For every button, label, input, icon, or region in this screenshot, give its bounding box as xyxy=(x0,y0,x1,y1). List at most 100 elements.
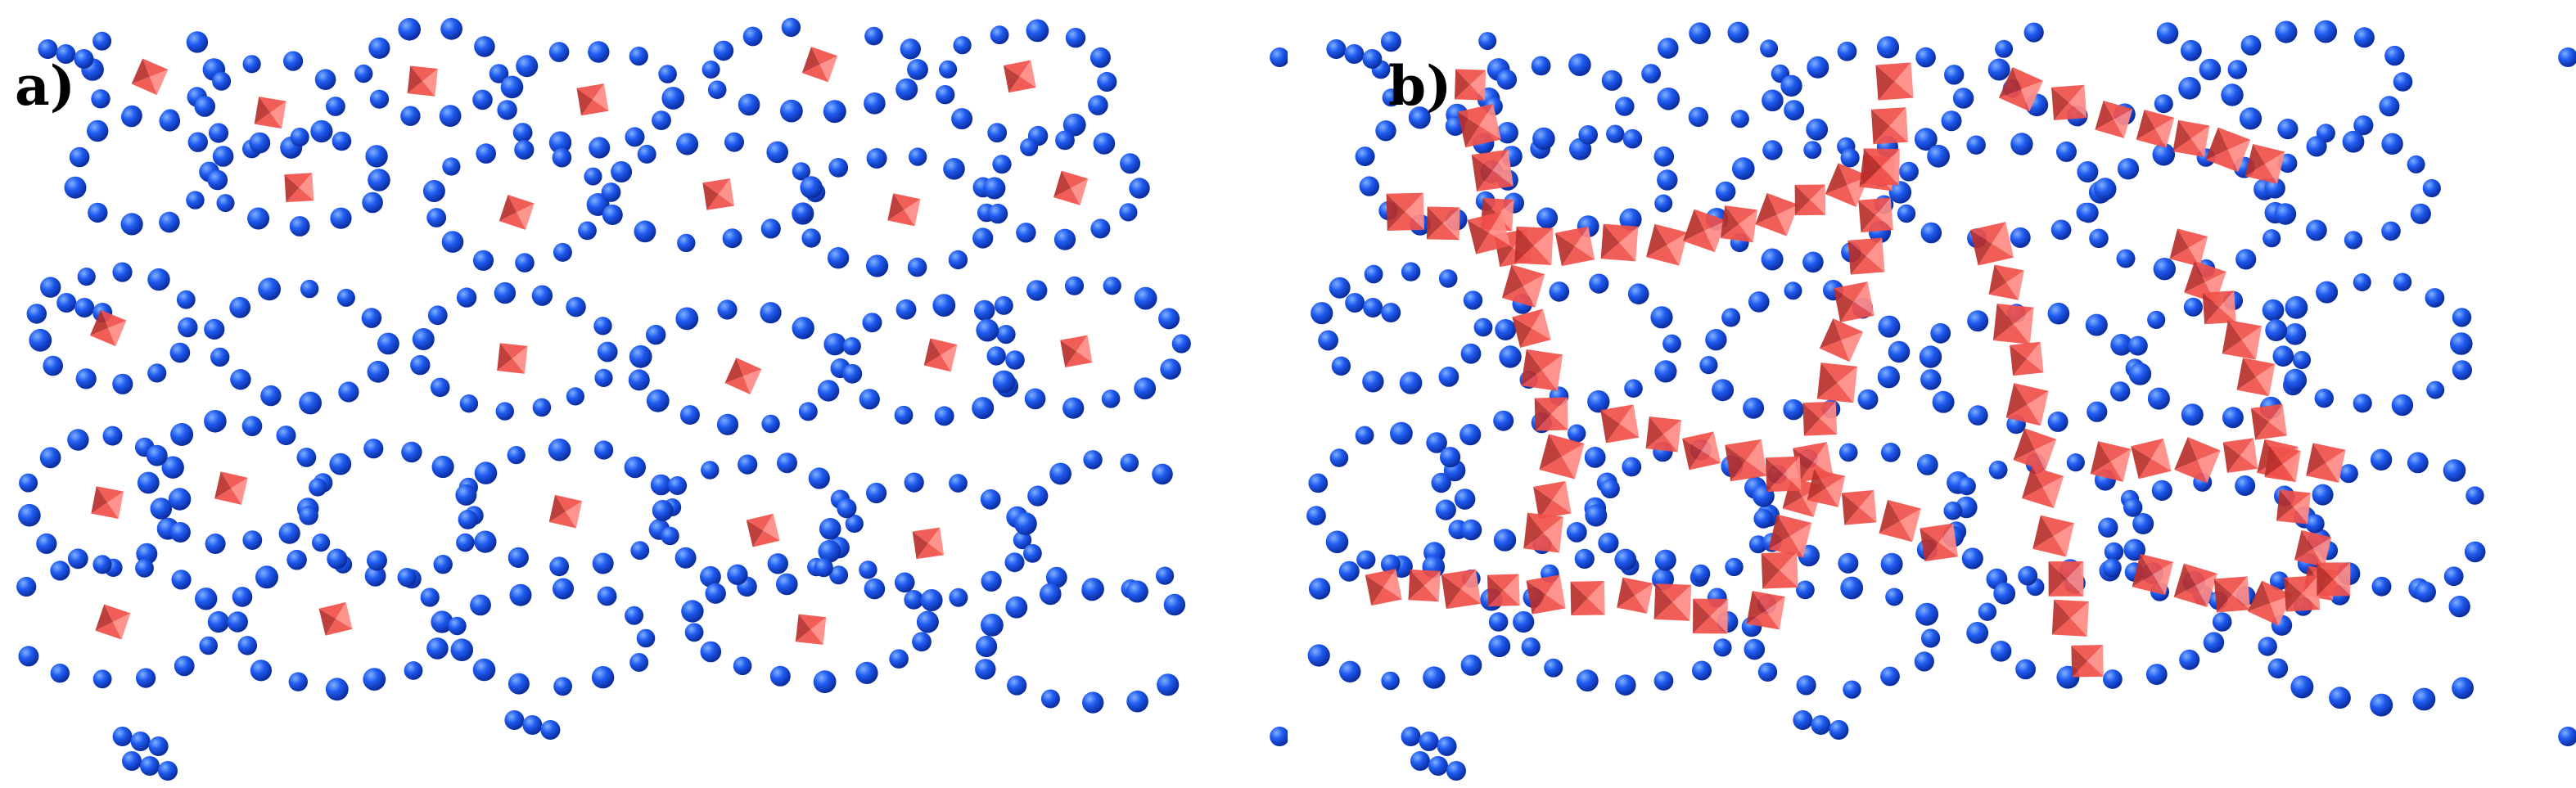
octahedron-particle xyxy=(1725,439,1767,482)
sphere-particle xyxy=(1014,512,1037,535)
sphere-particle xyxy=(1438,269,1458,288)
octahedron-particle xyxy=(2032,515,2074,557)
sphere-particle xyxy=(2425,288,2445,308)
sphere-particle xyxy=(1761,248,1784,271)
sphere-particle xyxy=(733,656,752,676)
sphere-particle xyxy=(38,39,58,59)
sphere-particle xyxy=(178,317,198,338)
sphere-particle xyxy=(996,325,1016,344)
octahedron-particle xyxy=(548,494,583,529)
sphere-particle xyxy=(717,299,738,320)
sphere-particle xyxy=(866,148,887,169)
octahedron-particle xyxy=(1365,569,1402,606)
sphere-particle xyxy=(2262,229,2281,248)
sphere-particle xyxy=(2422,178,2441,198)
sphere-particle xyxy=(907,257,927,277)
sphere-particle xyxy=(431,610,453,633)
sphere-network xyxy=(16,17,1288,781)
sphere-particle xyxy=(1339,660,1361,682)
sphere-particle xyxy=(808,467,830,489)
sphere-particle xyxy=(548,42,570,62)
sphere-particle xyxy=(624,456,646,479)
octahedron-particle xyxy=(318,601,353,636)
sphere-particle xyxy=(674,547,697,569)
sphere-particle xyxy=(312,534,331,552)
sphere-particle xyxy=(377,332,399,355)
sphere-particle xyxy=(92,669,112,689)
sphere-particle xyxy=(522,715,543,735)
sphere-particle xyxy=(1927,144,1950,168)
sphere-particle xyxy=(1757,662,1778,682)
sphere-particle xyxy=(548,131,572,154)
sphere-particle xyxy=(410,354,431,376)
sphere-particle xyxy=(1600,479,1620,499)
sphere-particle xyxy=(18,646,39,667)
sphere-particle xyxy=(2275,20,2298,43)
octahedron-particle xyxy=(254,97,286,129)
sphere-particle xyxy=(1760,39,1779,58)
sphere-particle xyxy=(2132,513,2154,534)
sphere-particle xyxy=(1943,501,1963,520)
sphere-particle xyxy=(540,720,561,740)
sphere-particle xyxy=(549,556,570,577)
sphere-particle xyxy=(516,55,539,78)
sphere-particle xyxy=(494,281,517,304)
sphere-particle xyxy=(629,47,648,66)
sphere-particle xyxy=(1390,421,1413,445)
sphere-particle xyxy=(1748,535,1767,554)
sphere-particle xyxy=(171,570,192,590)
sphere-particle xyxy=(780,99,803,123)
octahedron-particle xyxy=(1755,192,1799,236)
sphere-particle xyxy=(135,558,154,578)
sphere-particle xyxy=(16,576,37,597)
sphere-particle xyxy=(92,555,112,574)
sphere-particle xyxy=(1493,410,1514,431)
sphere-particle xyxy=(2353,115,2374,136)
sphere-particle xyxy=(2558,47,2576,67)
sphere-particle xyxy=(205,534,226,554)
sphere-particle xyxy=(1966,622,1989,644)
sphere-particle xyxy=(88,202,108,223)
sphere-particle xyxy=(276,426,296,446)
sphere-particle xyxy=(1968,405,1988,426)
octahedron-particle xyxy=(702,178,735,210)
sphere-particle xyxy=(1796,580,1815,600)
sphere-particle xyxy=(1531,56,1551,76)
sphere-particle xyxy=(1897,204,1916,223)
sphere-particle xyxy=(289,216,310,236)
sphere-particle xyxy=(1521,637,1541,657)
sphere-particle xyxy=(91,89,111,109)
octahedron-particle xyxy=(1920,523,1958,562)
sphere-particle xyxy=(646,324,666,345)
sphere-particle xyxy=(310,119,333,143)
sphere-particle xyxy=(637,144,656,164)
sphere-particle xyxy=(326,97,345,116)
sphere-particle xyxy=(1568,424,1586,443)
sphere-particle xyxy=(2152,143,2176,166)
sphere-particle xyxy=(1615,97,1635,116)
sphere-particle xyxy=(137,471,160,494)
sphere-particle xyxy=(949,474,968,493)
sphere-particle xyxy=(738,454,758,475)
octahedron-particle xyxy=(1645,416,1682,453)
sphere-particle xyxy=(1585,504,1608,527)
sphere-particle xyxy=(894,572,915,593)
sphere-particle xyxy=(798,402,818,421)
sphere-particle xyxy=(972,227,994,249)
sphere-particle xyxy=(1152,463,1173,485)
sphere-particle xyxy=(578,221,597,241)
sphere-particle xyxy=(508,673,530,695)
octahedron-particle xyxy=(1454,69,1487,101)
sphere-particle xyxy=(77,268,96,286)
sphere-particle xyxy=(949,588,968,607)
sphere-particle xyxy=(2284,323,2307,345)
sphere-particle xyxy=(242,530,263,550)
sphere-particle xyxy=(1840,576,1864,600)
sphere-particle xyxy=(553,242,572,262)
octahedron-particle xyxy=(1683,209,1726,253)
sphere-particle xyxy=(981,614,1004,637)
sphere-particle xyxy=(1435,499,1456,520)
sphere-particle xyxy=(611,161,633,182)
sphere-particle xyxy=(338,381,359,403)
sphere-particle xyxy=(1615,674,1636,696)
